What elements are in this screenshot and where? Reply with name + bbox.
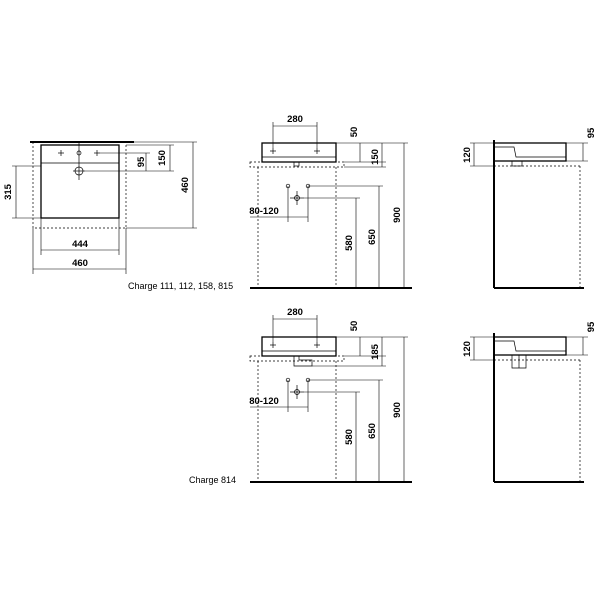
dim-label-150: 150 (370, 149, 381, 165)
basin-inner-profile (494, 146, 566, 158)
drain-stub (293, 161, 300, 167)
dim-label-650: 650 (367, 229, 378, 245)
siphon-stub (293, 356, 313, 367)
dim-label-580: 580 (344, 235, 355, 251)
dim-label-50: 50 (349, 321, 360, 332)
dimension-50: 50 (336, 127, 364, 162)
charge-label-bottom: Charge 814 (189, 475, 236, 485)
charge-label-top: Charge 111, 112, 158, 815 (128, 281, 233, 291)
front-elevation-top: 280 50 150 900 80-120 (128, 114, 412, 291)
dim-label-80-120: 80-120 (249, 206, 279, 217)
dimension-315: 315 (3, 165, 41, 219)
dim-label-460-vertical: 460 (180, 177, 191, 193)
basin-outline-dashed (32, 141, 127, 229)
dim-label-95: 95 (586, 321, 597, 332)
dim-label-280: 280 (287, 114, 303, 125)
dimension-150: 150 (344, 143, 386, 168)
counter-dashed (249, 161, 345, 168)
side-view-top: 95 120 (462, 127, 597, 289)
dimension-150: 150 (126, 144, 174, 172)
dim-label-460-horizontal: 460 (72, 258, 88, 269)
dimension-650: 650 (308, 379, 383, 482)
dimension-95: 95 (566, 321, 597, 356)
tap-hole-left-icon (58, 150, 64, 156)
dim-label-120: 120 (462, 341, 473, 357)
dim-label-650: 650 (367, 423, 378, 439)
front-elevation-bottom: 280 50 185 900 80-120 580 (189, 307, 412, 485)
dim-label-150: 150 (157, 150, 168, 166)
dim-label-120: 120 (462, 147, 473, 163)
drain-icon (73, 166, 85, 176)
tap-hole-left-icon (270, 148, 276, 154)
side-view-bottom: 95 120 (462, 321, 597, 483)
dimension-80-120: 80-120 (249, 186, 309, 222)
drain-stub (511, 160, 523, 167)
dim-label-280: 280 (287, 307, 303, 318)
plan-view: 315 95 150 460 444 (3, 141, 197, 274)
dimension-580: 580 (304, 197, 360, 288)
dimension-95: 95 (566, 127, 597, 162)
tap-hole-center-icon (76, 143, 82, 180)
dimension-120: 120 (462, 142, 494, 167)
dim-label-50: 50 (349, 127, 360, 138)
dimension-900: 900 (364, 142, 408, 288)
dimension-444: 444 (40, 218, 120, 255)
dim-label-185: 185 (370, 343, 381, 360)
basin-side (493, 336, 567, 356)
dimension-460-vertical: 460 (126, 141, 197, 229)
dimension-580: 580 (304, 391, 360, 482)
dimension-185: 185 (312, 337, 386, 367)
dim-label-900: 900 (392, 207, 403, 223)
dimension-900: 900 (364, 336, 408, 482)
tap-hole-right-icon (314, 148, 320, 154)
wall-connection-icon (285, 183, 311, 205)
dim-label-900: 900 (392, 402, 403, 418)
basin-outline (40, 144, 120, 219)
tap-hole-right-icon (314, 342, 320, 348)
basin-inner-profile (494, 340, 566, 352)
dimension-460-horizontal: 460 (32, 228, 127, 274)
basin-side (493, 142, 567, 162)
dimension-50: 50 (336, 321, 364, 356)
dim-label-95: 95 (586, 127, 597, 138)
wall-connection-icon (285, 377, 311, 399)
dimension-650: 650 (308, 185, 383, 288)
tap-hole-right-icon (94, 150, 100, 156)
dim-label-80-120: 80-120 (249, 396, 279, 407)
dimension-280: 280 (272, 307, 318, 342)
dim-label-95: 95 (136, 156, 147, 167)
dimension-95: 95 (85, 152, 150, 172)
dim-label-315: 315 (3, 183, 14, 200)
dimension-80-120: 80-120 (249, 380, 309, 412)
dimension-280: 280 (272, 114, 318, 148)
dim-label-580: 580 (344, 429, 355, 445)
dim-label-444: 444 (72, 239, 89, 250)
counter-dashed (249, 355, 345, 362)
tap-hole-left-icon (270, 342, 276, 348)
dimension-120: 120 (462, 336, 494, 361)
